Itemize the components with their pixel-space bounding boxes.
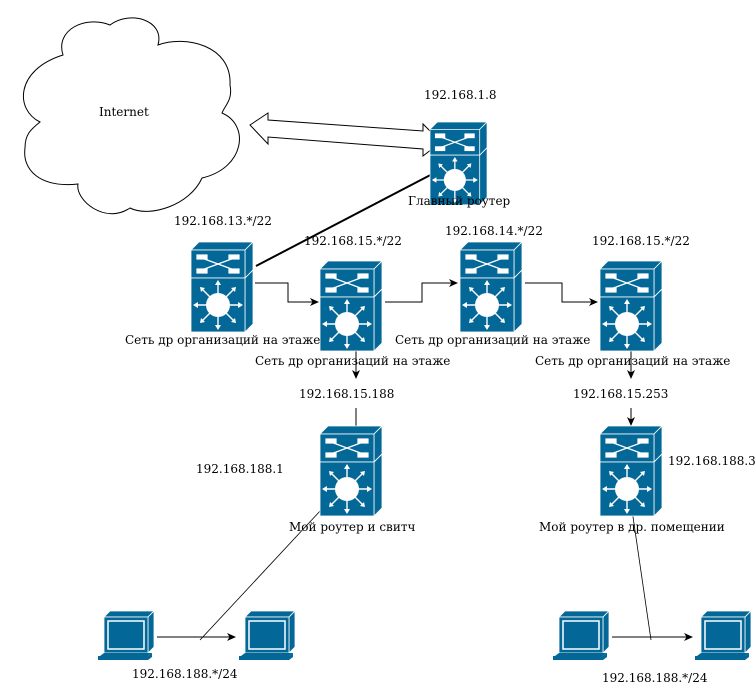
pc-right-1-icon[interactable]: [552, 610, 610, 661]
edge-floor13-to-main[interactable]: [255, 169, 441, 267]
my-router-2-switch-icon[interactable]: [599, 425, 663, 517]
floor-net-14-switch-icon[interactable]: [459, 241, 523, 333]
my-router-2-lan-ip: 192.168.188.3: [668, 454, 756, 468]
pc-left-2-icon[interactable]: [238, 610, 296, 661]
edge-floor15a-to-floor14[interactable]: [385, 279, 458, 303]
my-router-uplink-ip: 192.168.15.188: [299, 387, 395, 401]
floor-net-13-name: Сеть др организаций на этаже: [125, 333, 321, 347]
my-router-2-name: Мой роутер в др. помещении: [539, 520, 725, 534]
floor-net-15b-switch-icon[interactable]: [599, 260, 663, 352]
my-router-name: Мой роутер и свитч: [289, 520, 416, 534]
floor-net-13-ip: 192.168.13.*/22: [174, 214, 272, 228]
pc-left-1-icon[interactable]: [97, 610, 155, 661]
edge-floor14-to-floor15b[interactable]: [525, 282, 598, 306]
lan-left-subnet-label: 192.168.188.*/24: [132, 667, 238, 681]
floor-net-14-name: Сеть др организаций на этаже: [395, 333, 591, 347]
my-router-2-uplink-ip: 192.168.15.253: [573, 387, 669, 401]
edge-floor13-to-floor15a[interactable]: [255, 282, 319, 306]
floor-net-13-switch-icon[interactable]: [190, 241, 254, 333]
pc-right-2-icon[interactable]: [694, 610, 752, 661]
lan-right-subnet-label: 192.168.188.*/24: [602, 671, 708, 685]
internet-link-double-arrow[interactable]: [249, 112, 442, 158]
my-router-switch-icon[interactable]: [319, 425, 383, 517]
floor-net-15a-ip: 192.168.15.*/22: [304, 234, 402, 248]
internet-label: Internet: [99, 105, 149, 119]
edge-my-router-2-to-lan-right[interactable]: [631, 509, 652, 641]
floor-net-14-ip: 192.168.14.*/22: [445, 224, 543, 238]
main-router-ip: 192.168.1.8: [424, 88, 497, 102]
main-router-icon[interactable]: [429, 121, 488, 206]
my-router-lan-ip: 192.168.188.1: [196, 462, 284, 476]
floor-net-15b-name: Сеть др организаций на этаже: [535, 354, 731, 368]
floor-net-15a-name: Сеть др организаций на этаже: [255, 354, 451, 368]
floor-net-15b-ip: 192.168.15.*/22: [592, 234, 690, 248]
main-router-name: Главный роутер: [408, 194, 511, 208]
edge-my-router-to-lan-left[interactable]: [199, 509, 322, 641]
floor-net-15a-switch-icon[interactable]: [319, 260, 383, 352]
internet-cloud-icon[interactable]: [23, 17, 240, 215]
